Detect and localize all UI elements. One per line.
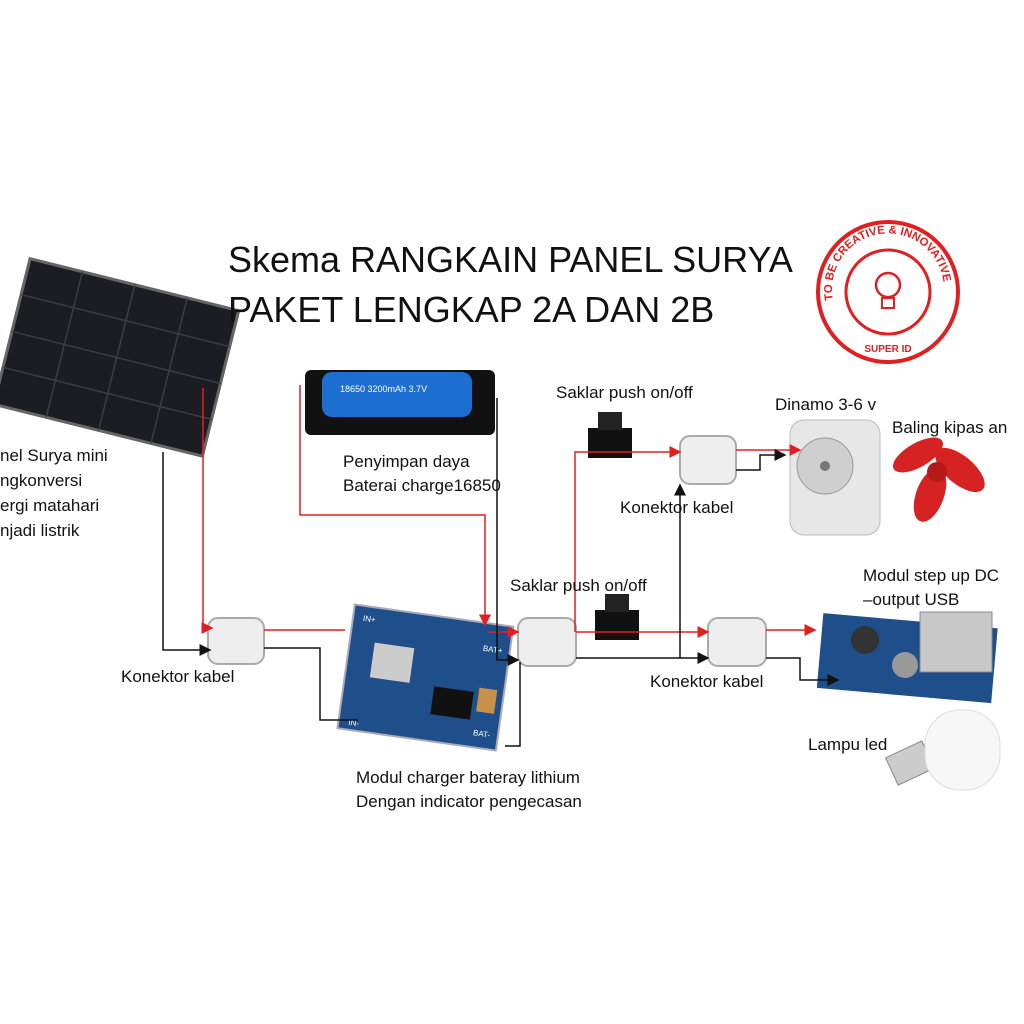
label-line: Modul charger bateray lithium (356, 768, 580, 787)
switch-top-label: Saklar push on/off (556, 383, 693, 402)
positive-wires (201, 385, 817, 638)
stepup-label: Modul step up DC –output USB (863, 564, 999, 612)
svg-text:TO BE CREATIVE & INNOVATIVE: TO BE CREATIVE & INNOVATIVE (823, 224, 953, 301)
usb-led-lamp-icon (884, 709, 1001, 791)
label-line: ngkonversi (0, 471, 83, 490)
connector-right-label: Konektor kabel (650, 672, 764, 691)
charger-module-icon: IN+ IN- BAT+ BAT- (336, 603, 515, 752)
super-id-stamp-logo: TO BE CREATIVE & INNOVATIVE SUPER ID (816, 220, 960, 364)
connector-mid-icon (517, 617, 577, 667)
push-switch-top-icon (588, 412, 632, 458)
label-line: Modul step up DC (863, 566, 1000, 585)
connector-left-label: Konektor kabel (121, 667, 235, 686)
fan-blade-icon (893, 437, 985, 522)
solar-panel-label: nel Surya mini ngkonversi ergi matahari … (0, 443, 108, 543)
negative-wires (162, 398, 840, 747)
pin-bat-plus: BAT+ (482, 644, 503, 656)
label-line: njadi listrik (0, 521, 80, 540)
battery-label: Penyimpan daya Baterai charge16850 (343, 450, 501, 498)
title-line-2: PAKET LENGKAP 2A DAN 2B (228, 289, 715, 330)
dinamo-label: Dinamo 3-6 v (775, 395, 877, 414)
fan-label: Baling kipas an (892, 418, 1008, 437)
stepup-module-icon (816, 611, 998, 704)
switch-mid-label: Saklar push on/off (510, 576, 647, 595)
stamp-arc-text: TO BE CREATIVE & INNOVATIVE (823, 224, 953, 301)
pin-in-plus: IN+ (362, 614, 376, 625)
label-line: –output USB (863, 590, 960, 609)
title-line-1: Skema RANGKAIN PANEL SURYA (228, 239, 793, 280)
connector-top-icon (679, 435, 737, 485)
label-line: ergi matahari (0, 496, 100, 515)
charger-label: Modul charger bateray lithium Dengan ind… (356, 766, 582, 814)
battery-holder-icon: 18650 3200mAh 3.7V (305, 370, 495, 435)
pin-in-minus: IN- (348, 718, 360, 728)
dinamo-motor-icon (789, 419, 881, 536)
stamp-bottom-text: SUPER ID (864, 344, 911, 355)
label-line: Penyimpan daya (343, 452, 470, 471)
label-line: nel Surya mini (0, 446, 108, 465)
lamp-label: Lampu led (808, 735, 888, 754)
connector-top-label: Konektor kabel (620, 498, 734, 517)
push-switch-mid-icon (595, 594, 639, 640)
connector-left-icon (207, 617, 265, 665)
label-line: Baterai charge16850 (343, 476, 501, 495)
connector-right-icon (707, 617, 767, 667)
battery-print: 18650 3200mAh 3.7V (340, 384, 427, 394)
solar-panel-icon (0, 256, 241, 459)
label-line: Dengan indicator pengecasan (356, 792, 582, 811)
pin-bat-minus: BAT- (473, 728, 492, 739)
